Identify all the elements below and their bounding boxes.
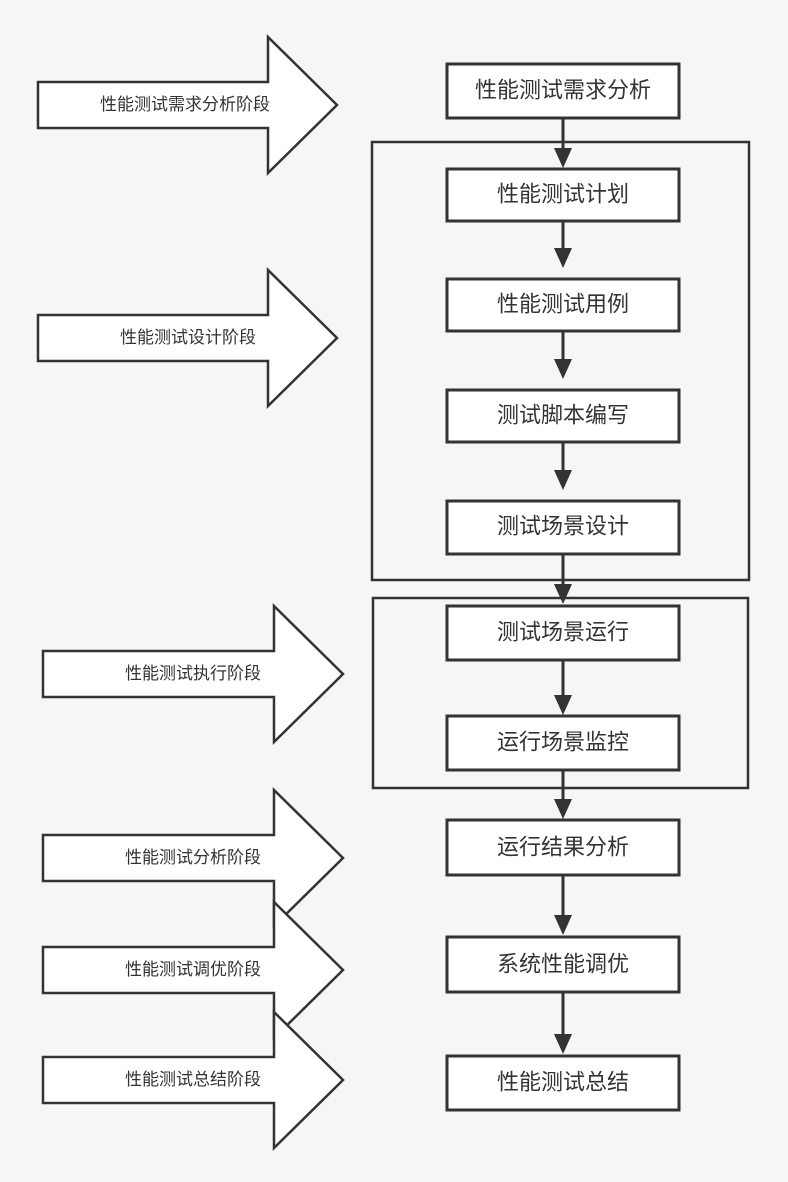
connector-5 (554, 554, 572, 604)
phase-arrow-tuning: 性能测试调优阶段 (41, 899, 345, 1041)
phase-arrow-execution: 性能测试执行阶段 (41, 603, 345, 745)
step-label: 测试场景设计 (497, 515, 629, 540)
connector-9 (554, 992, 572, 1054)
connector-7 (554, 770, 572, 819)
connector-1 (554, 118, 572, 168)
step-requirements-analysis: 性能测试需求分析 (445, 62, 681, 120)
step-label: 测试场景运行 (497, 621, 629, 646)
step-test-summary: 性能测试总结 (445, 1054, 681, 1112)
step-label: 性能测试总结 (497, 1071, 629, 1096)
connector-4 (554, 442, 572, 490)
phase-label: 性能测试设计阶段 (120, 328, 256, 348)
design-phase-frame (370, 140, 751, 582)
connector-3 (554, 331, 572, 379)
step-scenario-design: 测试场景设计 (445, 499, 681, 556)
phase-arrow-requirements: 性能测试需求分析阶段 (36, 34, 339, 176)
phase-label: 性能测试执行阶段 (125, 664, 261, 684)
step-test-plan: 性能测试计划 (445, 167, 681, 223)
step-scenario-monitoring: 运行场景监控 (445, 714, 681, 772)
phase-label: 性能测试调优阶段 (125, 960, 261, 980)
step-label: 运行结果分析 (497, 836, 629, 861)
step-label: 性能测试计划 (497, 183, 629, 208)
connector-2 (554, 221, 572, 268)
phase-arrow-analysis: 性能测试分析阶段 (41, 787, 345, 929)
step-label: 性能测试用例 (497, 293, 629, 318)
step-test-cases: 性能测试用例 (445, 277, 681, 333)
phase-label: 性能测试总结阶段 (125, 1070, 261, 1090)
phase-arrow-design: 性能测试设计阶段 (36, 267, 339, 409)
connector-8 (554, 875, 572, 935)
step-scenario-run: 测试场景运行 (445, 604, 681, 662)
step-label: 运行场景监控 (497, 731, 629, 756)
step-script-writing: 测试脚本编写 (445, 388, 681, 444)
phase-label: 性能测试需求分析阶段 (100, 95, 270, 115)
step-label: 性能测试需求分析 (475, 79, 651, 104)
step-label: 测试脚本编写 (497, 404, 629, 429)
step-result-analysis: 运行结果分析 (445, 818, 681, 877)
step-label: 系统性能调优 (497, 953, 629, 978)
phase-arrow-summary: 性能测试总结阶段 (41, 1009, 345, 1151)
connector-6 (554, 660, 572, 715)
phase-label: 性能测试分析阶段 (125, 848, 261, 868)
step-performance-tuning: 系统性能调优 (445, 935, 681, 994)
